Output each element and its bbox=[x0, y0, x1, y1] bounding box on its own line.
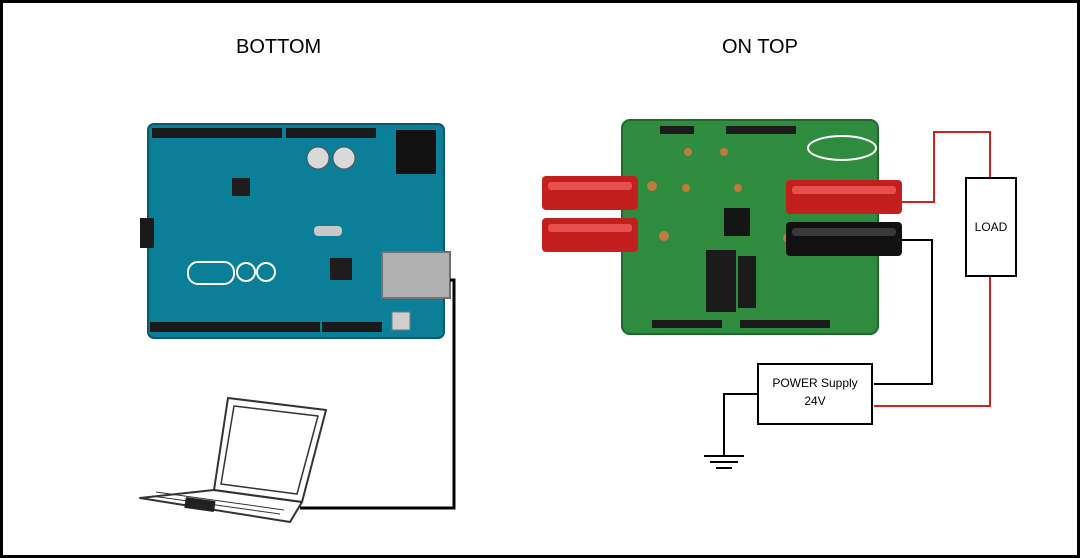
red-wire-load-to-psu bbox=[874, 276, 991, 407]
title-bottom: BOTTOM bbox=[236, 36, 322, 58]
red-connector-left-bottom bbox=[542, 218, 638, 252]
load-box bbox=[965, 177, 1017, 277]
arduino-board bbox=[140, 123, 451, 339]
laptop-icon bbox=[139, 397, 327, 523]
power-supply-line2: 24V bbox=[804, 394, 826, 408]
red-connector-right bbox=[786, 180, 902, 214]
black-connector-right bbox=[786, 222, 902, 256]
power-supply-box bbox=[757, 363, 873, 425]
ground-wire bbox=[723, 393, 758, 456]
black-wire-to-psu bbox=[874, 239, 933, 385]
power-supply-label: POWER Supply 24V bbox=[758, 364, 872, 410]
red-wire-to-load bbox=[900, 131, 991, 203]
title-on-top: ON TOP bbox=[722, 36, 798, 58]
power-supply-line1: POWER Supply bbox=[772, 376, 858, 390]
red-connector-left-top bbox=[542, 176, 638, 210]
usb-cable bbox=[300, 278, 456, 510]
load-label: LOAD bbox=[974, 220, 1008, 234]
ground-icon bbox=[704, 455, 744, 469]
